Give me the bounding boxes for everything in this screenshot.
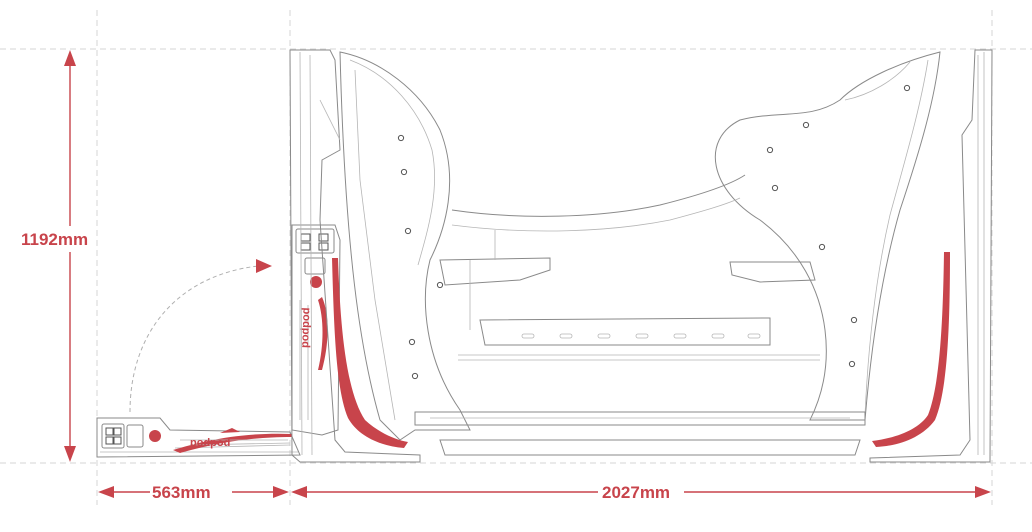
- main-pod-frame: [289, 49, 993, 463]
- open-width-label: 2027mm: [602, 483, 670, 502]
- logo-text-upright: podpod: [299, 307, 312, 348]
- height-label: 1192mm: [21, 230, 88, 249]
- height-dimension-arrow: [64, 50, 76, 462]
- folded-pod-base: [96, 417, 301, 458]
- folded-depth-label: 563mm: [152, 483, 211, 502]
- fold-arc-arrow: [129, 259, 272, 413]
- logo-text-folded: podpod: [190, 437, 230, 449]
